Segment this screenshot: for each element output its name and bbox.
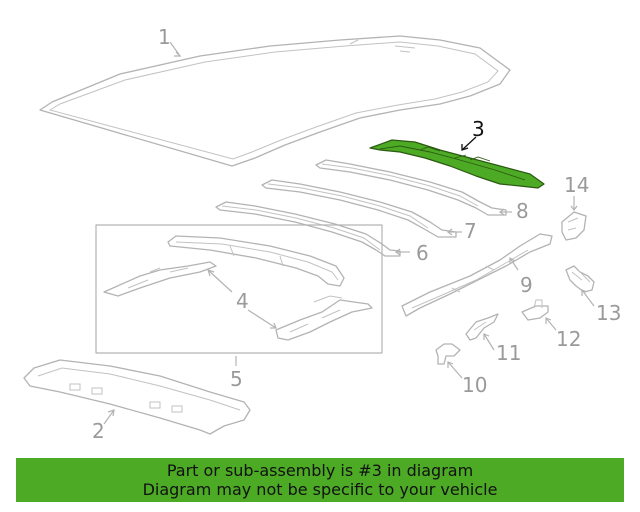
- part-1-roof-panel[interactable]: [39, 35, 511, 167]
- callout-11[interactable]: 11: [496, 341, 521, 365]
- leader-lines: [103, 41, 595, 425]
- callout-10[interactable]: 10: [462, 373, 487, 397]
- part-14-bracket[interactable]: [561, 211, 587, 241]
- banner-disclaimer-line: Diagram may not be specific to your vehi…: [142, 480, 498, 499]
- callout-12[interactable]: 12: [556, 327, 581, 351]
- callout-13[interactable]: 13: [596, 301, 621, 325]
- callout-6[interactable]: 6: [416, 241, 429, 265]
- part-5-rear-header-box[interactable]: [95, 224, 383, 354]
- exploded-parts-diagram: 1 2 3 4 5 6 7 8 9 10 11 12 13 14: [23, 25, 621, 443]
- part-7-roof-bow[interactable]: [261, 179, 457, 238]
- callout-1[interactable]: 1: [158, 25, 171, 49]
- part-11-bracket[interactable]: [465, 313, 499, 341]
- callout-4[interactable]: 4: [236, 289, 249, 313]
- part-3-fill: [369, 139, 545, 189]
- banner-part-line: Part or sub-assembly is #3 in diagram: [166, 461, 474, 480]
- part-3-front-roof-bow[interactable]: [369, 139, 545, 189]
- part-4-reinforcement[interactable]: [103, 261, 373, 341]
- part-12-clip[interactable]: [521, 299, 549, 321]
- part-2-rear-header[interactable]: [23, 359, 251, 435]
- callout-2[interactable]: 2: [92, 419, 105, 443]
- callout-9[interactable]: 9: [520, 273, 533, 297]
- part-13-bolt[interactable]: [565, 265, 595, 293]
- callout-14[interactable]: 14: [564, 173, 589, 197]
- callout-8[interactable]: 8: [516, 199, 529, 223]
- part-info-banner: Part or sub-assembly is #3 in diagram Di…: [16, 458, 624, 502]
- callout-7[interactable]: 7: [464, 219, 477, 243]
- callout-3[interactable]: 3: [472, 117, 485, 141]
- callout-5[interactable]: 5: [230, 367, 243, 391]
- part-10-clip[interactable]: [435, 343, 461, 365]
